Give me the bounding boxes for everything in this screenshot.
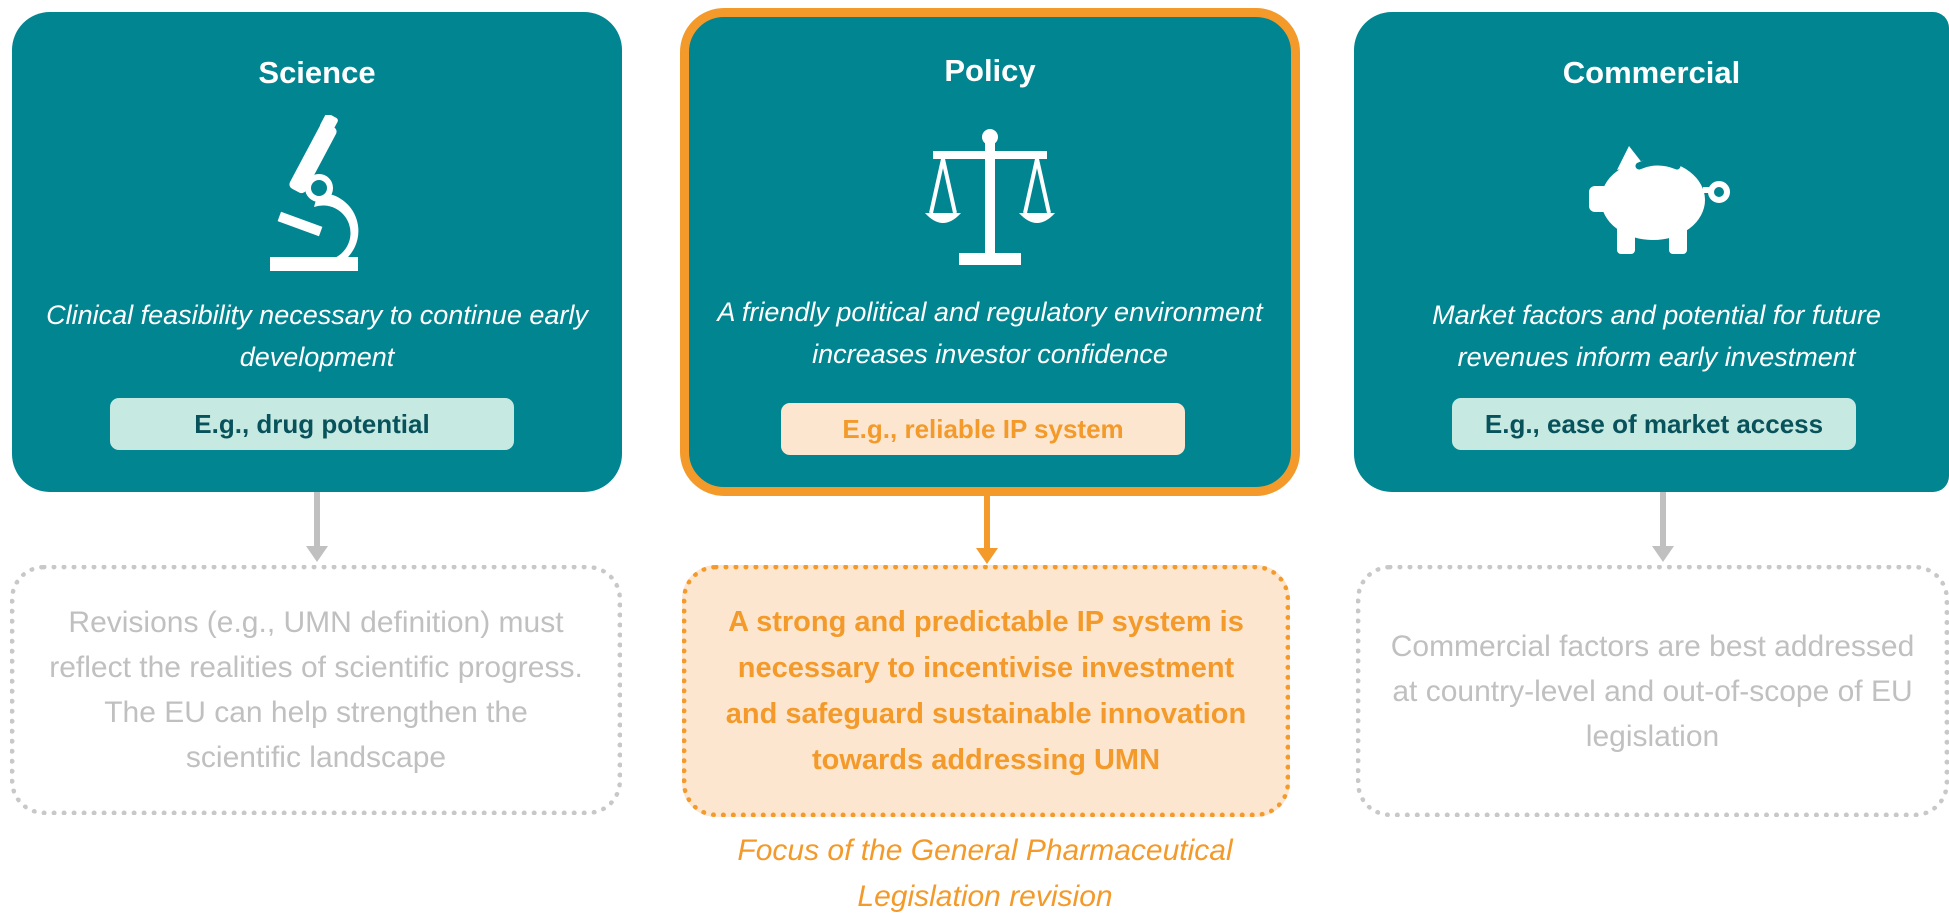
piggy-bank-icon [1588,146,1730,254]
policy-title: Policy [944,53,1036,88]
commercial-title: Commercial [1562,55,1741,90]
scales-icon [925,129,1055,265]
commercial-arrow [1652,492,1674,562]
science-card: Science Clinical feasibility necessary t… [12,12,622,492]
science-arrow [306,492,328,562]
policy-card: Policy A friendly political and regulato… [680,8,1300,496]
commercial-example-pill: E.g., ease of market access [1452,398,1856,450]
science-outcome-box: Revisions (e.g., UMN definition) must re… [10,565,622,815]
science-example-pill: E.g., drug potential [110,398,514,450]
policy-outcome-box: A strong and predictable IP system is ne… [682,565,1290,817]
science-title: Science [258,55,376,90]
commercial-outcome-box: Commercial factors are best addressed at… [1356,565,1949,817]
policy-description: A friendly political and regulatory envi… [717,297,1263,369]
policy-outcome-text: A strong and predictable IP system is ne… [725,606,1247,776]
commercial-description: Market factors and potential for future … [1432,300,1881,372]
science-description: Clinical feasibility necessary to contin… [46,300,588,372]
policy-example-pill: E.g., reliable IP system [781,403,1185,455]
policy-footnote: Focus of the General Pharmaceutical Legi… [737,834,1233,913]
microscope-icon [270,115,359,271]
commercial-card: Commercial Market factors and potential … [1354,12,1949,492]
policy-arrow [976,496,998,564]
science-outcome-text: Revisions (e.g., UMN definition) must re… [49,606,583,774]
commercial-outcome-text: Commercial factors are best addressed at… [1390,629,1915,753]
